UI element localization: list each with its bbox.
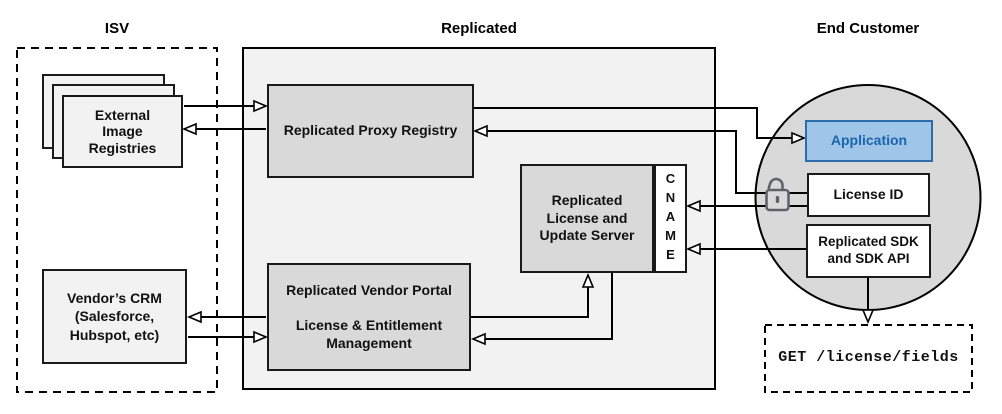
- section-title-isv: ISV: [104, 20, 130, 37]
- section-title-end-customer: End Customer: [816, 20, 920, 37]
- connector-portal-to-crm: [186, 310, 266, 324]
- connector-proxy-to-registries: [181, 122, 266, 136]
- node-label: License ID: [833, 186, 904, 203]
- node-label: Replicated License and Update Server: [539, 192, 635, 244]
- connector-update-server-to-portal: [470, 273, 613, 346]
- node-label: Application: [830, 132, 908, 149]
- section-title-replicated: Replicated: [441, 20, 517, 37]
- node-label: Vendor’s CRM (Salesforce, Hubspot, etc): [67, 289, 162, 343]
- node-license-id: License ID: [807, 173, 930, 217]
- node-label: External Image Registries: [88, 106, 157, 156]
- connector-portal-to-update-server: [471, 272, 595, 318]
- node-replicated-license-update-server: Replicated License and Update Server: [520, 164, 654, 273]
- node-application: Application: [805, 120, 933, 162]
- node-label: Replicated SDK and SDK API: [818, 234, 919, 266]
- node-replicated-vendor-portal: Replicated Vendor Portal License & Entit…: [267, 263, 471, 371]
- node-label: Replicated Vendor Portal License & Entit…: [286, 282, 452, 351]
- node-replicated-sdk: Replicated SDK and SDK API: [806, 224, 931, 278]
- node-cname: CNAME: [654, 164, 687, 273]
- node-replicated-proxy-registry: Replicated Proxy Registry: [267, 84, 474, 178]
- connector-sdk-to-get-endpoint: [861, 278, 875, 325]
- node-get-license-fields: GET /license/fields: [765, 325, 972, 392]
- connector-proxy-to-application: [474, 107, 807, 145]
- open-padlock-icon: [765, 177, 790, 212]
- connector-sdk-to-cname: [685, 242, 806, 256]
- get-endpoint-dashed-box: [764, 324, 973, 393]
- node-label: Replicated Proxy Registry: [283, 122, 458, 139]
- node-external-image-registries: External Image Registries: [62, 95, 183, 168]
- endpoint-label: GET /license/fields: [778, 349, 959, 367]
- connector-crm-to-portal: [188, 330, 269, 344]
- connector-registries-to-proxy: [184, 99, 269, 113]
- node-vendors-crm: Vendor’s CRM (Salesforce, Hubspot, etc): [42, 269, 187, 364]
- cname-vertical-label: CNAME: [663, 171, 678, 266]
